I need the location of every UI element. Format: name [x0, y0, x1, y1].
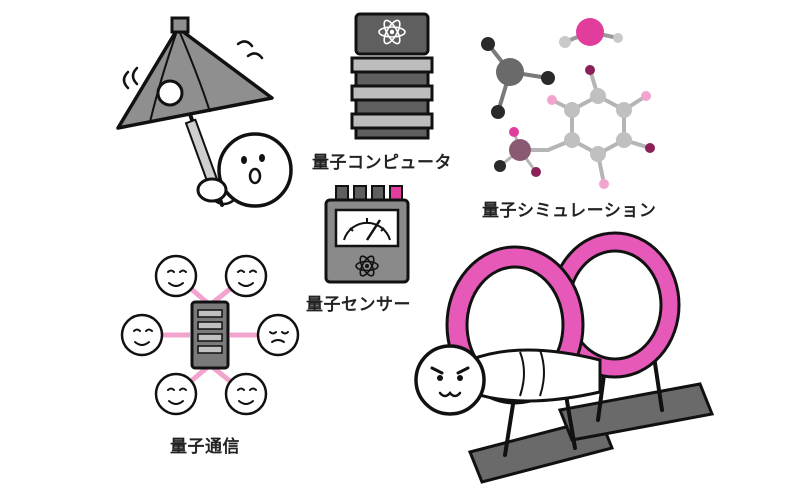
- label-quantum-communication: 量子通信: [170, 437, 240, 457]
- quantum-network: [120, 254, 300, 416]
- label-quantum-simulation: 量子シミュレーション: [482, 201, 657, 221]
- ring-jump-scene: [414, 231, 715, 484]
- molecule-simulation: [481, 18, 655, 189]
- user-face: [120, 254, 300, 416]
- character-face: [414, 344, 486, 416]
- server-icon: [190, 300, 230, 370]
- parasol-canopy: [116, 26, 274, 130]
- quantum-sensor: [324, 185, 410, 284]
- atom-icon: [378, 19, 406, 45]
- label-quantum-computer: 量子コンピュータ: [312, 153, 452, 173]
- label-quantum-sensor: 量子センサー: [306, 295, 411, 315]
- quantum-computer: [350, 12, 434, 140]
- atom-icon: [355, 255, 379, 277]
- parasol-character: [116, 16, 293, 208]
